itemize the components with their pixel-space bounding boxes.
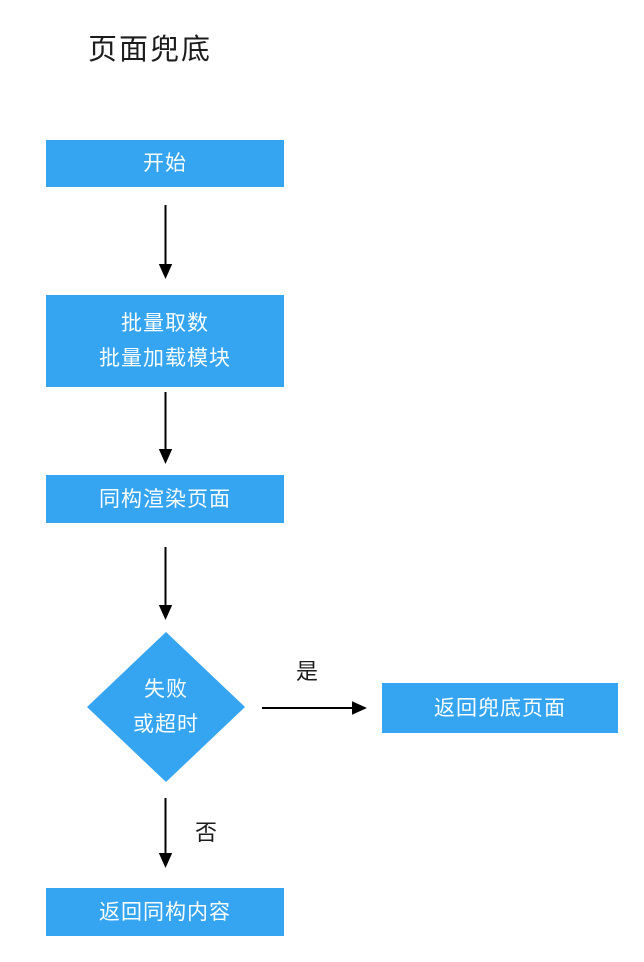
edge-render-to-decision [158,547,173,620]
node-label: 批量取数 [121,312,209,335]
node-label: 失败 [144,678,188,701]
node-decision-fail-or-timeout: 失败 或超时 [87,632,245,782]
node-start: 开始 [46,140,284,187]
arrow-head-icon [158,853,173,868]
edge-decision-to-fallback-yes [262,701,367,715]
arrow-head-icon [158,264,173,279]
edge-batch-to-render [158,392,173,464]
node-batch-load: 批量取数 批量加载模块 [46,295,284,387]
edge-decision-to-isomorphic-no [158,798,173,868]
edge-label-yes: 是 [296,659,319,684]
node-label: 或超时 [133,713,199,736]
node-return-isomorphic-content: 返回同构内容 [46,888,284,936]
node-isomorphic-render: 同构渲染页面 [46,475,284,523]
edge-label-no: 否 [195,820,218,845]
node-label: 返回兜底页面 [434,696,566,720]
arrow-head-icon [158,449,173,464]
node-label: 开始 [143,152,187,175]
arrow-head-icon [158,605,173,620]
node-label: 返回同构内容 [99,900,231,924]
diagram-title: 页面兜底 [88,34,213,66]
node-return-fallback-page: 返回兜底页面 [382,683,618,733]
node-label: 批量加载模块 [99,347,231,370]
node-label: 同构渲染页面 [99,487,231,511]
arrow-head-icon [352,701,367,715]
edge-start-to-batch [158,205,173,279]
